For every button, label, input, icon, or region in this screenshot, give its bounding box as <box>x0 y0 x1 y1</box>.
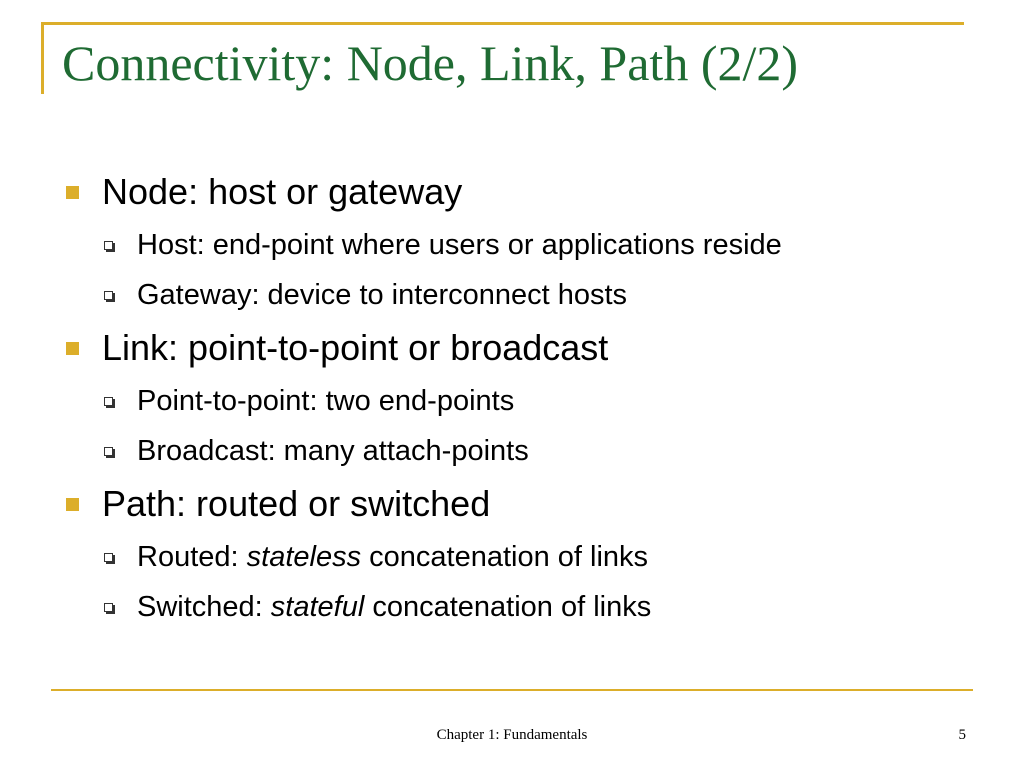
bullet-text: Node: host or gateway <box>102 171 463 212</box>
hollow-square-bullet-icon <box>104 553 113 562</box>
sub-bullet-broadcast: Broadcast: many attach-points <box>60 428 1000 478</box>
sub-bullet-emphasis: stateful <box>270 591 365 623</box>
square-bullet-icon <box>66 498 79 511</box>
bullet-text: Path: routed or switched <box>102 483 491 524</box>
bullet-text: Link: point-to-point or broadcast <box>102 327 609 368</box>
slide-content: Node: host or gateway Host: end-point wh… <box>60 166 1000 634</box>
frame-accent-vertical <box>41 22 44 94</box>
sub-bullet-text: Broadcast: many attach-points <box>137 435 529 467</box>
sub-bullet-text: Gateway: device to interconnect hosts <box>137 279 628 311</box>
hollow-square-bullet-icon <box>104 291 113 300</box>
sub-bullet-label: Routed: <box>137 541 247 573</box>
sub-bullet-rest: concatenation of links <box>364 591 652 623</box>
frame-accent-horizontal <box>41 22 964 25</box>
bullet-item-link: Link: point-to-point or broadcast <box>60 322 1000 378</box>
sub-bullet-rest: concatenation of links <box>361 541 649 573</box>
sub-bullet-text: Host: end-point where users or applicati… <box>137 229 782 261</box>
square-bullet-icon <box>66 186 79 199</box>
bullet-item-path: Path: routed or switched <box>60 478 1000 534</box>
bullet-item-node: Node: host or gateway <box>60 166 1000 222</box>
sub-bullet-label: Switched: <box>137 591 271 623</box>
sub-bullet-emphasis: stateless <box>246 541 362 573</box>
sub-bullet-point-to-point: Point-to-point: two end-points <box>60 378 1000 428</box>
hollow-square-bullet-icon <box>104 603 113 612</box>
hollow-square-bullet-icon <box>104 241 113 250</box>
square-bullet-icon <box>66 342 79 355</box>
hollow-square-bullet-icon <box>104 397 113 406</box>
sub-bullet-switched: Switched: stateful concatenation of link… <box>60 584 1000 634</box>
sub-bullet-text: Point-to-point: two end-points <box>137 385 515 417</box>
slide-title: Connectivity: Node, Link, Path (2/2) <box>62 35 799 91</box>
sub-bullet-gateway: Gateway: device to interconnect hosts <box>60 272 1000 322</box>
sub-bullet-routed: Routed: stateless concatenation of links <box>60 534 1000 584</box>
page-number: 5 <box>958 727 967 743</box>
sub-bullet-host: Host: end-point where users or applicati… <box>60 222 1000 272</box>
footer-rule <box>51 689 973 691</box>
hollow-square-bullet-icon <box>104 447 113 456</box>
slide-footer: Chapter 1: Fundamentals <box>436 727 588 743</box>
